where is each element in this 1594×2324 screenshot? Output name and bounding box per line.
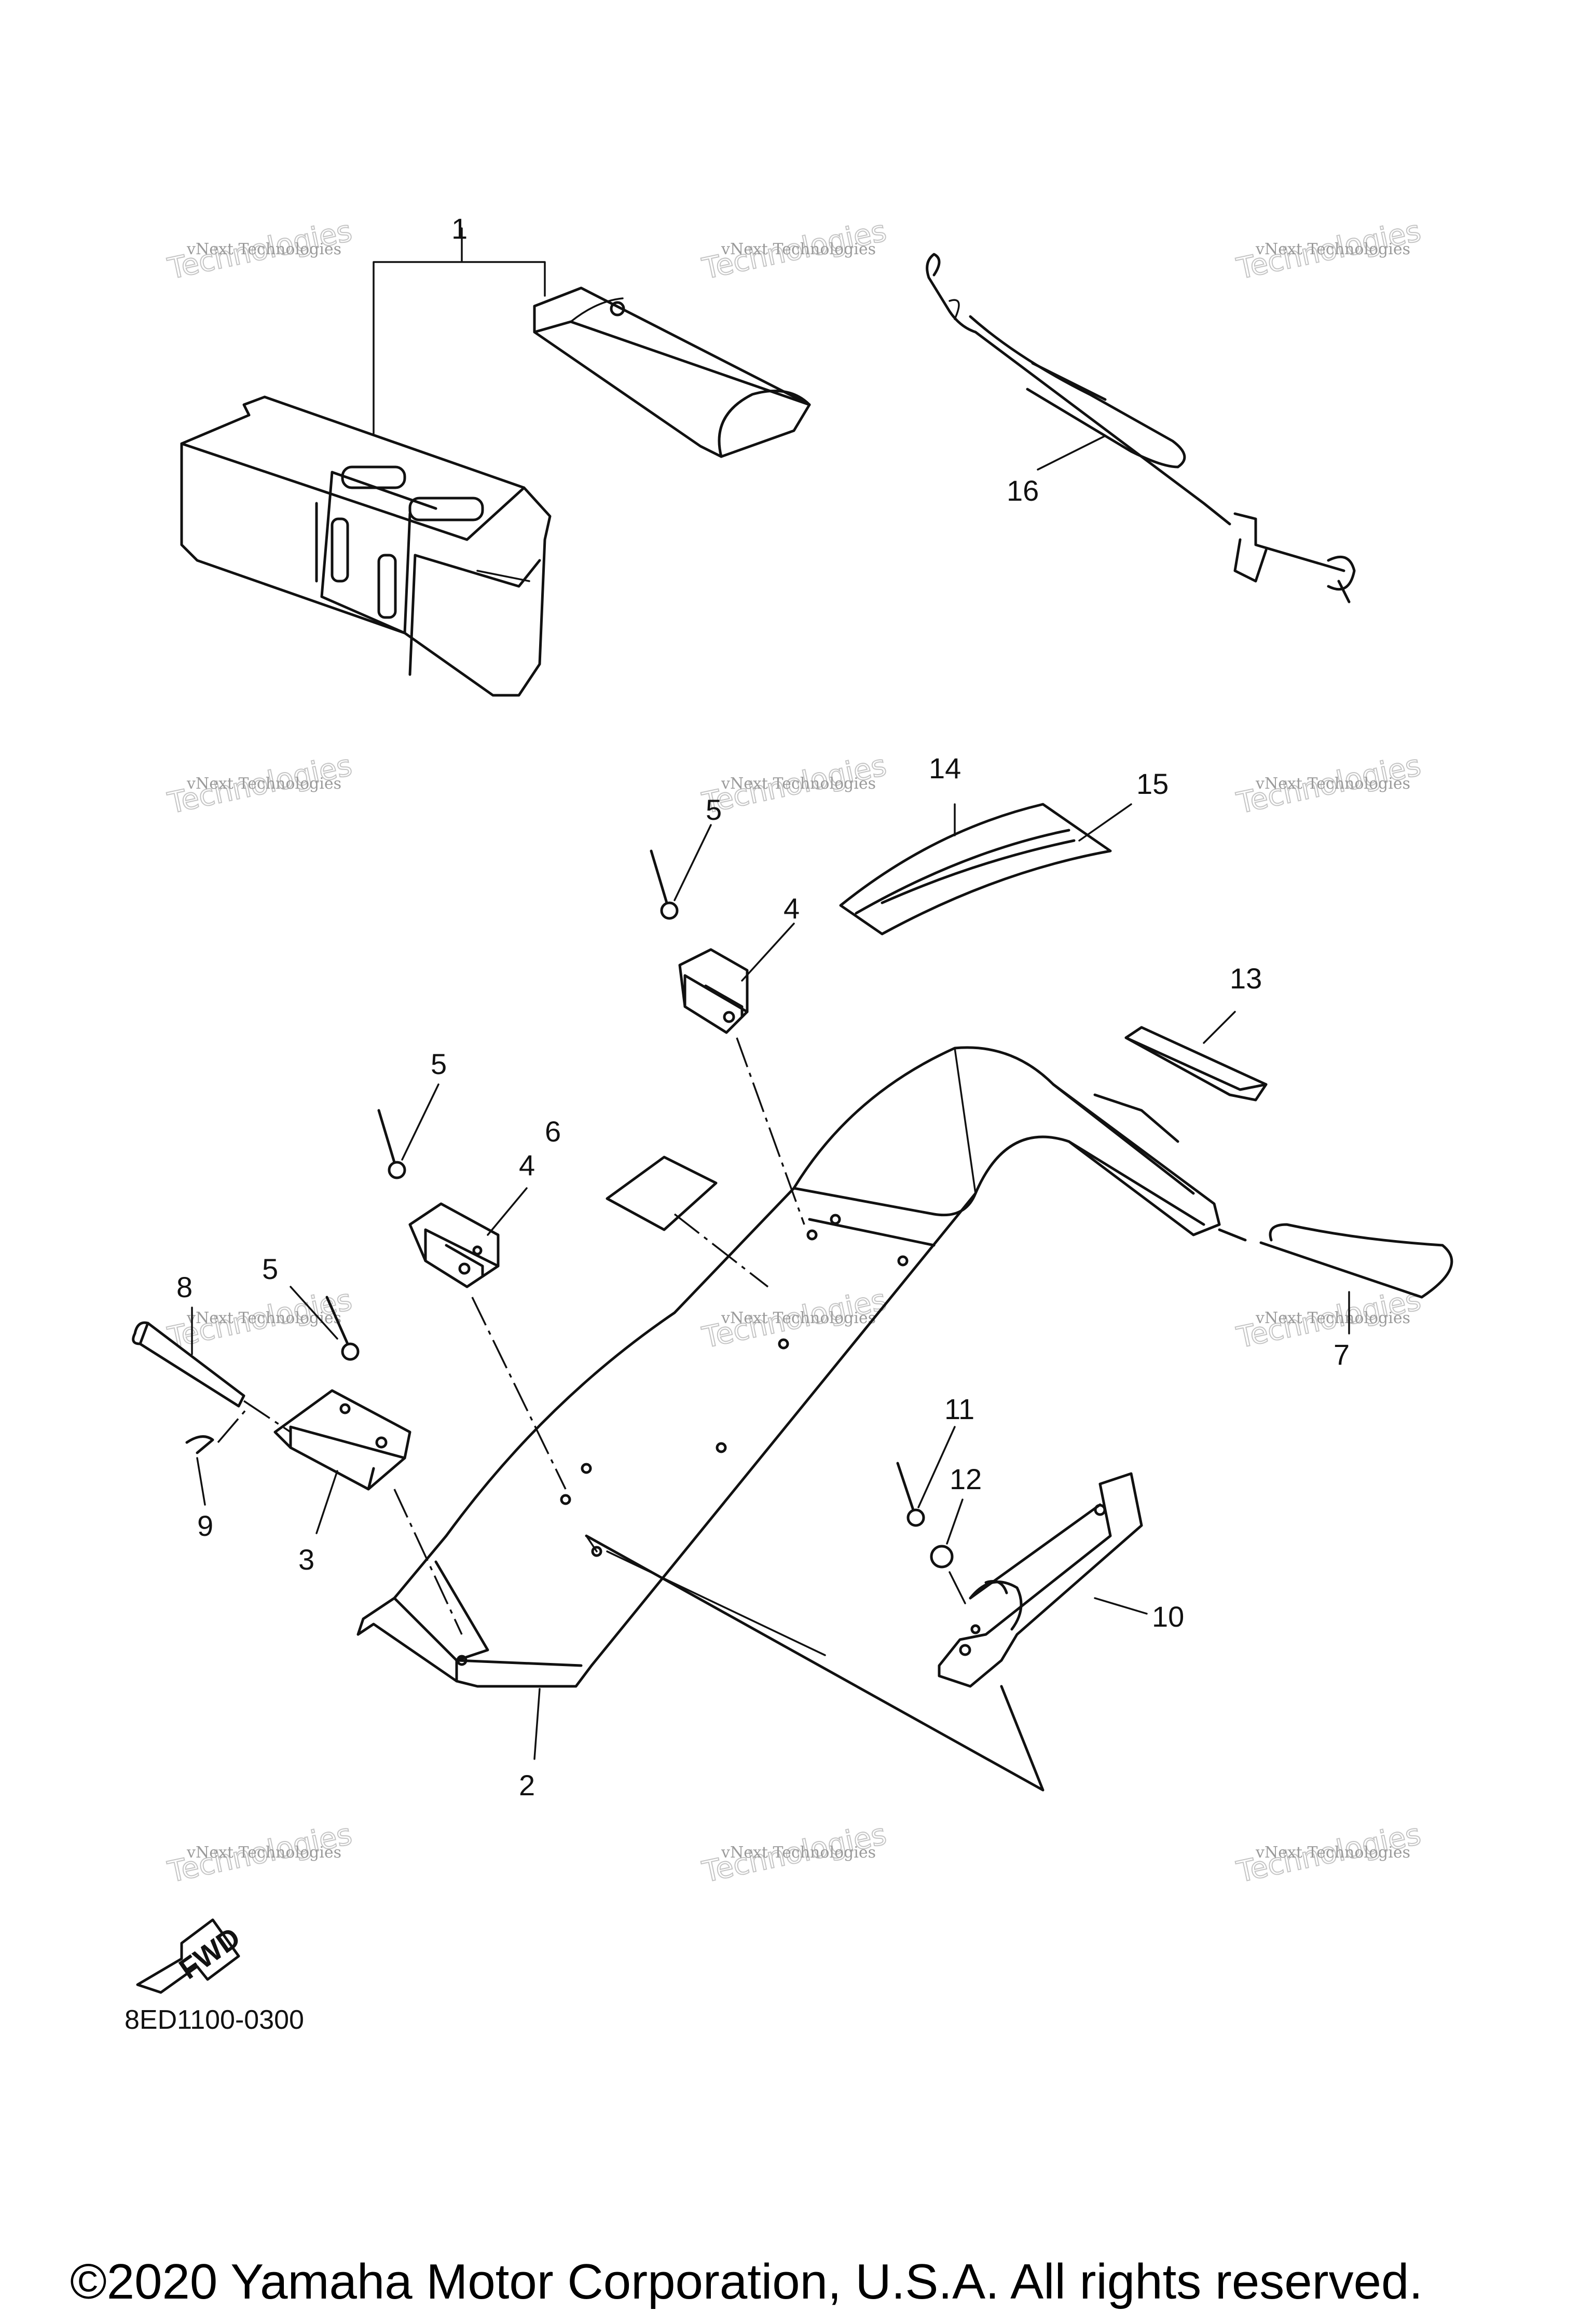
callout-13: 13: [1203, 962, 1262, 1044]
diagram-code: 8ED1100-0300: [125, 2005, 304, 2035]
callout-4b: 4: [487, 1149, 535, 1236]
svg-text:vNext Technologies: vNext Technologies: [1255, 775, 1410, 793]
callout-14: 14: [929, 752, 961, 836]
callout-15: 15: [1078, 767, 1169, 842]
callout-2: 2: [519, 1688, 541, 1802]
rivet-11: 11: [896, 1393, 974, 1527]
callout-7: 7: [1334, 1291, 1350, 1371]
hook-rod: [1218, 1223, 1453, 1299]
svg-text:1: 1: [451, 212, 468, 245]
tool-pouch: [533, 286, 811, 458]
tape-strips: [839, 803, 1112, 936]
svg-text:15: 15: [1136, 767, 1169, 800]
svg-text:vNext Technologies: vNext Technologies: [186, 775, 341, 793]
storage-bag: [180, 395, 552, 697]
hinge-bracket: [273, 1389, 463, 1635]
svg-text:vNext Technologies: vNext Technologies: [186, 1844, 341, 1862]
grommet-12: 12: [930, 1463, 982, 1604]
pad: [1124, 1026, 1268, 1102]
rivet-top: 5: [650, 793, 722, 920]
bracket-lower: [408, 1202, 567, 1490]
svg-text:5: 5: [706, 793, 722, 826]
svg-text:vNext Technologies: vNext Technologies: [721, 775, 876, 793]
callout-8: 8: [176, 1271, 193, 1355]
svg-text:vNext Technologies: vNext Technologies: [186, 240, 341, 258]
svg-text:vNext Technologies: vNext Technologies: [721, 1844, 876, 1862]
bracket-upper: [678, 948, 805, 1225]
callout-10: 10: [1094, 1597, 1184, 1633]
svg-text:7: 7: [1334, 1338, 1350, 1371]
svg-text:16: 16: [1007, 474, 1039, 507]
svg-text:2: 2: [519, 1769, 535, 1802]
hinge-pin: [132, 1321, 291, 1433]
svg-text:12: 12: [950, 1463, 982, 1495]
fwd-arrow-icon: FWD: [136, 1918, 246, 1994]
svg-text:5: 5: [431, 1048, 447, 1080]
svg-text:vNext Technologies: vNext Technologies: [1255, 1309, 1410, 1327]
seat-lock-cable: [926, 253, 1356, 603]
svg-text:6: 6: [545, 1115, 561, 1148]
svg-text:5: 5: [262, 1253, 278, 1285]
clip: [185, 1405, 250, 1454]
rivet-middle: 5: [377, 1048, 447, 1179]
copyright-notice: ©2020 Yamaha Motor Corporation, U.S.A. A…: [70, 2254, 1423, 2309]
svg-text:10: 10: [1152, 1600, 1184, 1633]
svg-text:13: 13: [1230, 962, 1262, 995]
callout-16: 16: [1007, 435, 1106, 507]
svg-text:8: 8: [176, 1271, 193, 1303]
damper-bracket: [938, 1472, 1143, 1688]
svg-text:vNext Technologies: vNext Technologies: [1255, 1844, 1410, 1862]
svg-text:9: 9: [197, 1509, 213, 1542]
svg-text:vNext Technologies: vNext Technologies: [721, 240, 876, 258]
caution-label: [606, 1156, 769, 1288]
seat-frame: [356, 1046, 1221, 1792]
svg-text:4: 4: [784, 892, 800, 925]
svg-text:4: 4: [519, 1149, 535, 1181]
svg-text:vNext Technologies: vNext Technologies: [1255, 240, 1410, 258]
svg-text:vNext Technologies: vNext Technologies: [186, 1309, 341, 1327]
svg-text:11: 11: [944, 1393, 974, 1425]
callout-6: 6: [545, 1115, 561, 1148]
callout-3: 3: [298, 1470, 338, 1576]
callout-9: 9: [196, 1457, 213, 1542]
svg-text:vNext Technologies: vNext Technologies: [721, 1309, 876, 1327]
svg-text:14: 14: [929, 752, 961, 785]
callout-4a: 4: [741, 892, 800, 982]
rivet-lower: 5: [262, 1253, 360, 1361]
svg-text:3: 3: [298, 1543, 314, 1576]
callout-1: 1: [373, 212, 546, 434]
